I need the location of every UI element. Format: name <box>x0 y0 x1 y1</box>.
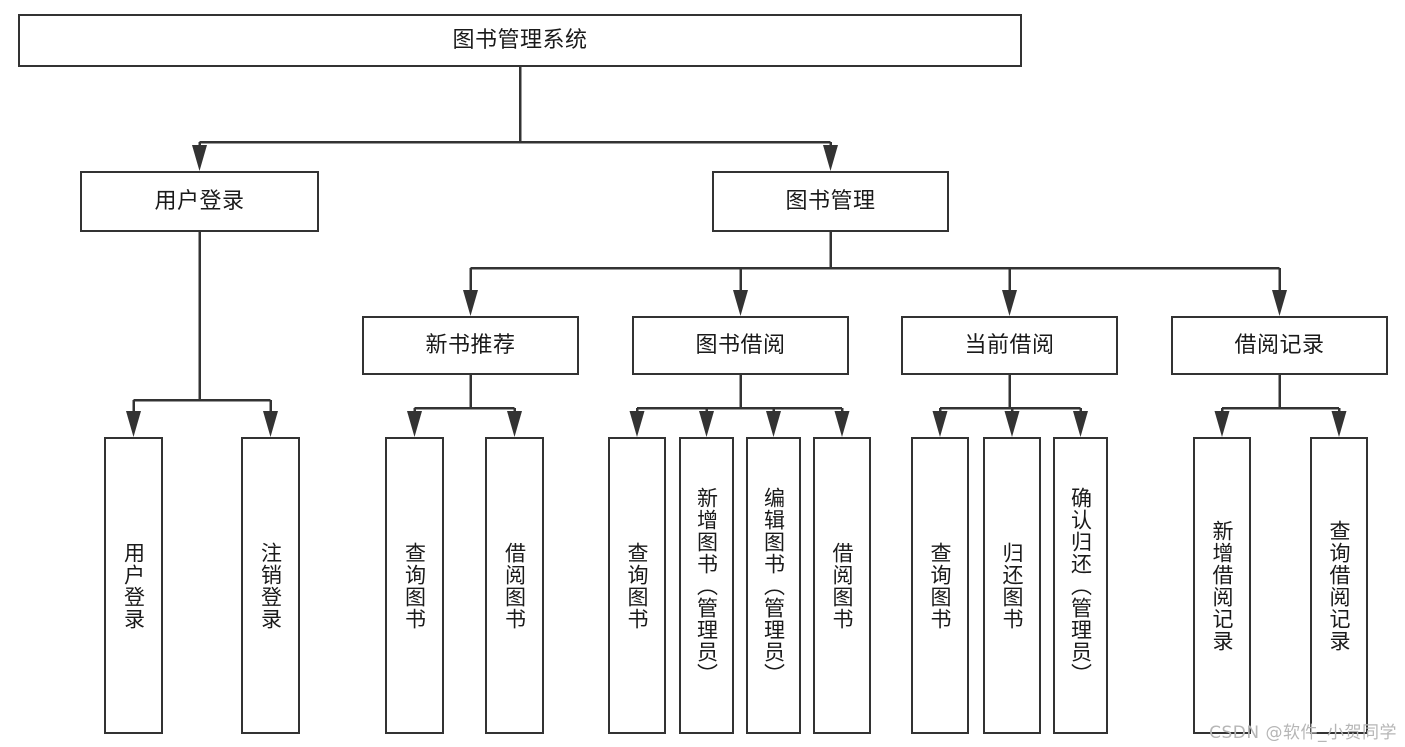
node-leaf-borrow-book-rec[interactable]: 借阅图书 <box>485 437 544 734</box>
node-leaf-add-book[interactable]: 新增图书（管理员） <box>679 437 734 734</box>
node-user-login[interactable]: 用户登录 <box>80 171 319 232</box>
node-book-manage[interactable]: 图书管理 <box>712 171 949 232</box>
node-leaf-borrow-book[interactable]: 借阅图书 <box>813 437 871 734</box>
node-leaf-query-record[interactable]: 查询借阅记录 <box>1310 437 1368 734</box>
node-current-borrow[interactable]: 当前借阅 <box>901 316 1118 375</box>
node-label-leaf-query-book-borrow: 查询图书 <box>625 541 650 630</box>
node-label-root: 图书管理系统 <box>452 27 588 53</box>
node-leaf-return-book[interactable]: 归还图书 <box>983 437 1041 734</box>
node-label-leaf-confirm-return: 确认归还（管理员） <box>1068 486 1093 685</box>
node-root[interactable]: 图书管理系统 <box>18 14 1022 67</box>
node-label-book-borrow: 图书借阅 <box>695 332 786 358</box>
node-label-leaf-borrow-book: 借阅图书 <box>830 541 855 630</box>
node-label-leaf-add-book: 新增图书（管理员） <box>694 486 719 685</box>
node-leaf-add-record[interactable]: 新增借阅记录 <box>1193 437 1251 734</box>
node-label-leaf-edit-book: 编辑图书（管理员） <box>761 486 786 685</box>
node-label-leaf-logout: 注销登录 <box>258 541 283 630</box>
node-leaf-query-book-rec[interactable]: 查询图书 <box>385 437 444 734</box>
node-label-current-borrow: 当前借阅 <box>964 332 1055 358</box>
node-label-leaf-borrow-book-rec: 借阅图书 <box>502 541 527 630</box>
node-label-leaf-add-record: 新增借阅记录 <box>1210 519 1235 652</box>
node-label-borrow-record: 借阅记录 <box>1234 332 1325 358</box>
node-leaf-edit-book[interactable]: 编辑图书（管理员） <box>746 437 801 734</box>
node-leaf-confirm-return[interactable]: 确认归还（管理员） <box>1053 437 1108 734</box>
node-label-user-login: 用户登录 <box>154 188 245 214</box>
node-leaf-logout[interactable]: 注销登录 <box>241 437 300 734</box>
node-borrow-record[interactable]: 借阅记录 <box>1171 316 1388 375</box>
node-book-borrow[interactable]: 图书借阅 <box>632 316 849 375</box>
node-leaf-query-book-borrow[interactable]: 查询图书 <box>608 437 666 734</box>
node-label-leaf-return-book: 归还图书 <box>1000 541 1025 630</box>
node-leaf-query-book-cur[interactable]: 查询图书 <box>911 437 969 734</box>
node-label-new-book-rec: 新书推荐 <box>425 332 516 358</box>
node-label-book-manage: 图书管理 <box>785 188 876 214</box>
node-label-leaf-query-book-cur: 查询图书 <box>928 541 953 630</box>
node-label-leaf-user-login: 用户登录 <box>121 541 146 630</box>
csdn-watermark: CSDN @软件_小贺同学 <box>1209 723 1397 743</box>
node-leaf-user-login[interactable]: 用户登录 <box>104 437 163 734</box>
node-label-leaf-query-book-rec: 查询图书 <box>402 541 427 630</box>
node-new-book-rec[interactable]: 新书推荐 <box>362 316 579 375</box>
node-label-leaf-query-record: 查询借阅记录 <box>1327 519 1352 652</box>
